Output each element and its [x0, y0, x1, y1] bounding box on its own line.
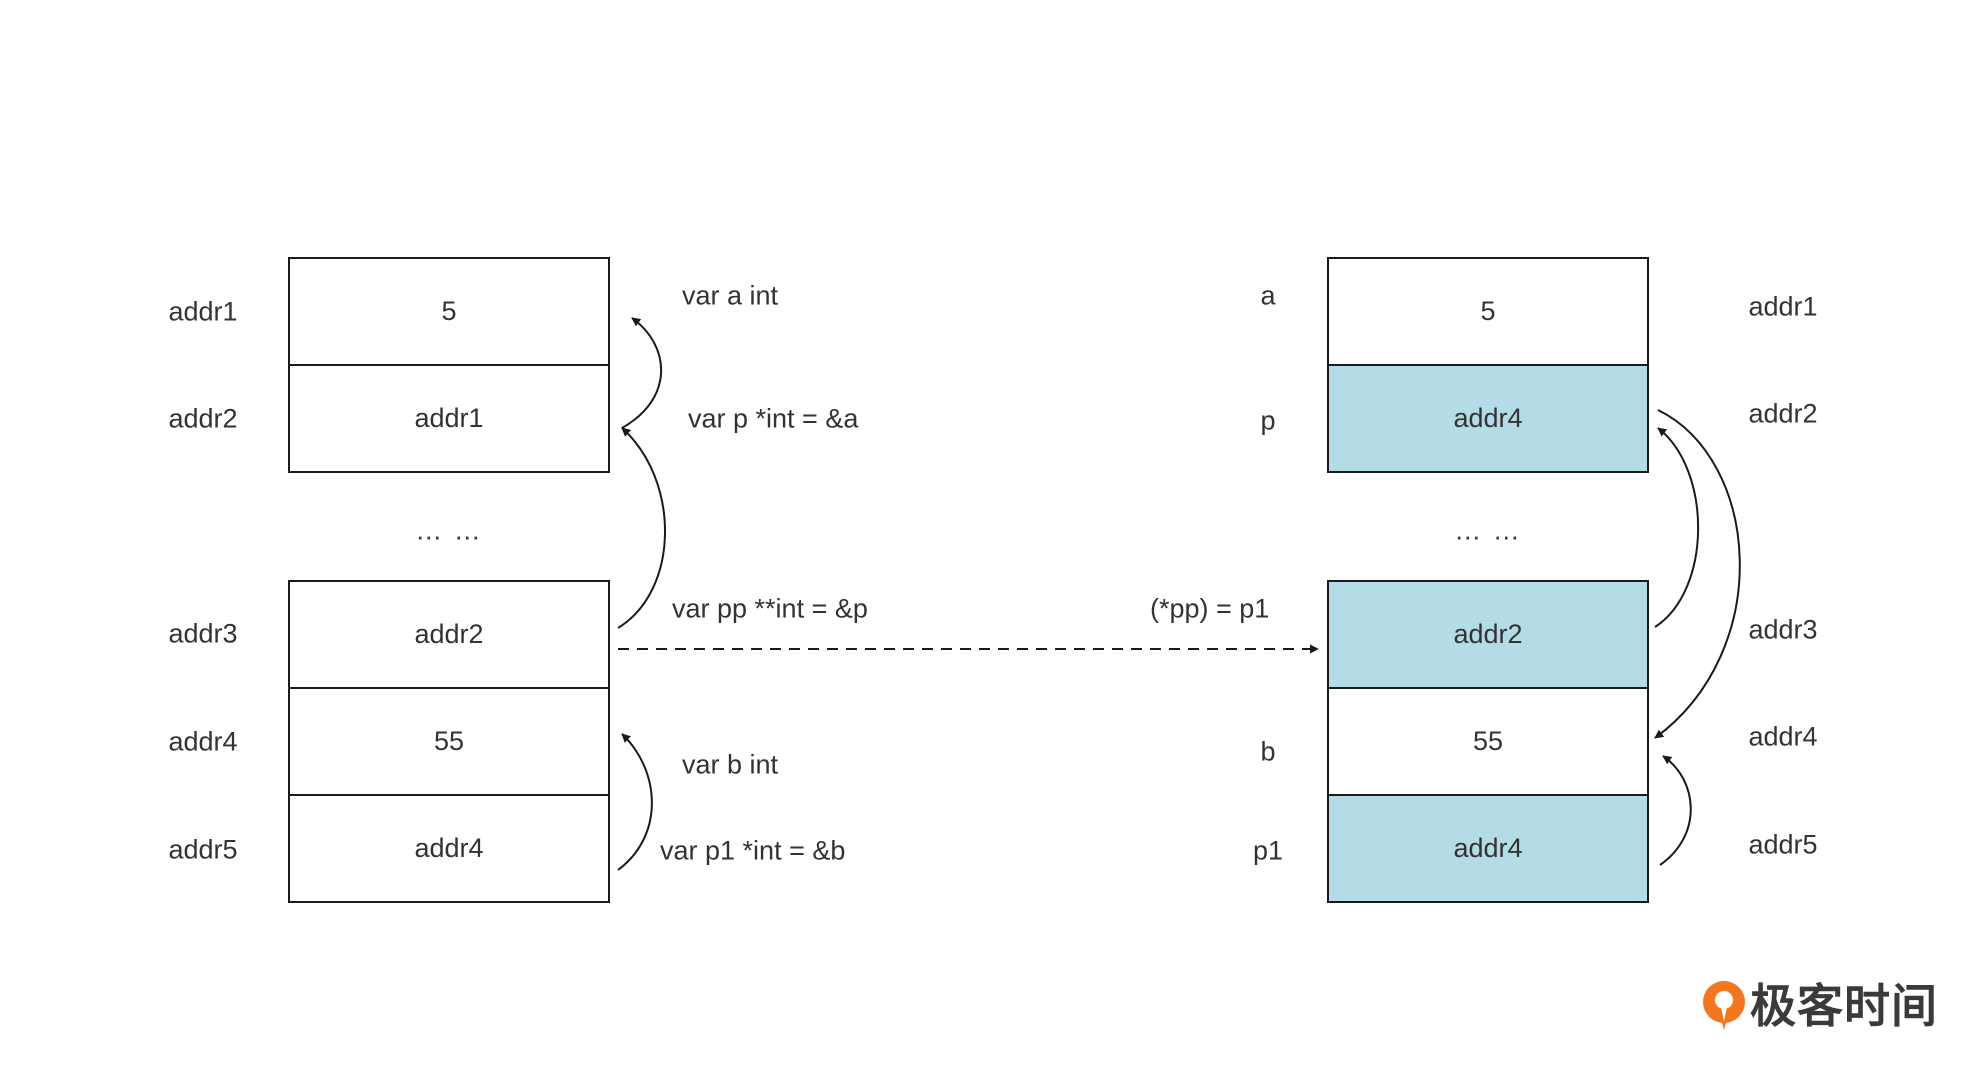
arrow-pp-to-p	[617, 427, 666, 629]
right-variable-name: a	[1260, 280, 1276, 311]
left-address-label: addr3	[168, 618, 238, 649]
code-annotation: var pp **int = &p	[672, 593, 868, 624]
transition-label: (*pp) = p1	[1150, 593, 1270, 624]
right-ellipsis: … …	[1454, 515, 1522, 546]
right-address-label: addr5	[1748, 829, 1818, 860]
right-address-label: addr4	[1748, 721, 1818, 752]
right-address-label: addr1	[1748, 291, 1818, 322]
code-annotation: var p1 *int = &b	[660, 835, 846, 866]
right-memory-cell-highlighted: addr4	[1327, 364, 1649, 473]
right-variable-name: p1	[1252, 835, 1284, 866]
right-memory-cell-highlighted: addr2	[1327, 580, 1649, 689]
brand-name: 极客时间	[1750, 979, 1938, 1033]
right-address-label: addr2	[1748, 398, 1818, 429]
right-memory-cell-highlighted: addr4	[1327, 794, 1649, 903]
right-address-label: addr3	[1748, 614, 1818, 645]
left-address-label: addr1	[168, 296, 238, 327]
arrow-right-pp-to-p	[1654, 427, 1700, 628]
left-ellipsis: … …	[415, 515, 483, 546]
code-annotation: var p *int = &a	[688, 403, 859, 434]
geektime-logo-icon	[1703, 981, 1745, 1030]
left-address-label: addr5	[168, 834, 238, 865]
left-memory-cell: addr1	[288, 364, 610, 473]
arrow-p-to-a	[621, 317, 663, 429]
left-address-label: addr4	[168, 726, 238, 757]
arrow-right-p-to-b	[1654, 409, 1741, 739]
left-address-label: addr2	[168, 403, 238, 434]
code-annotation: var a int	[682, 280, 779, 311]
right-variable-name: b	[1260, 736, 1276, 767]
code-annotation: var b int	[682, 749, 779, 780]
arrow-p1-to-b	[617, 733, 653, 871]
right-variable-name: p	[1260, 405, 1276, 436]
arrow-right-p1-to-b	[1659, 755, 1692, 866]
left-memory-cell: addr4	[288, 794, 610, 903]
